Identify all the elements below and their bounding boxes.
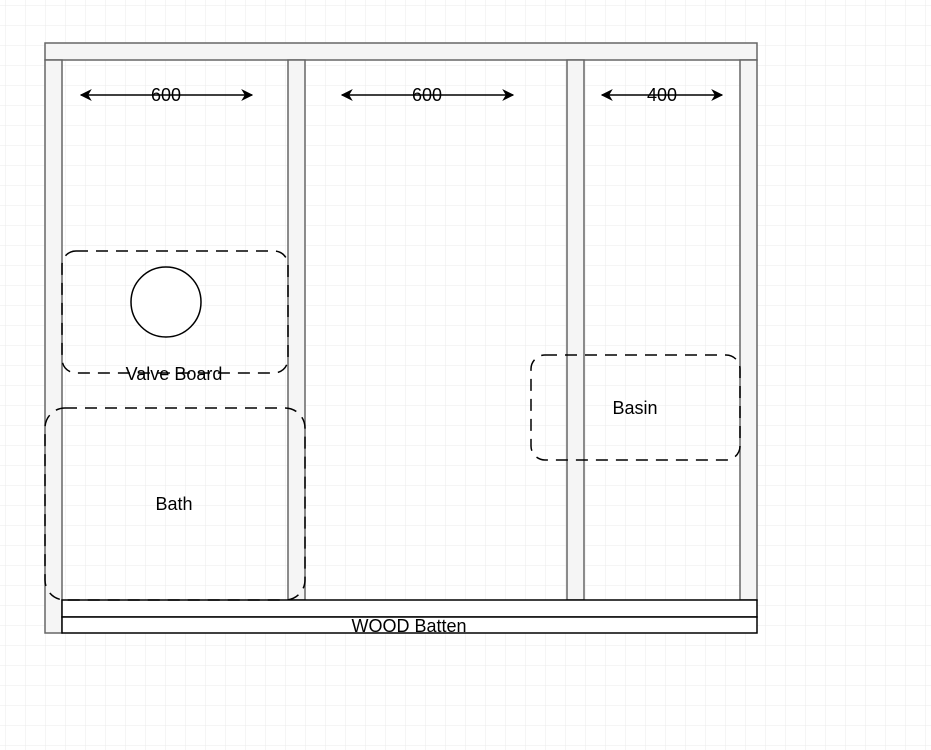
basin-label: Basin — [612, 398, 657, 418]
stud-left[interactable] — [44, 59, 63, 634]
bath-label: Bath — [155, 494, 192, 514]
valve-circle[interactable] — [130, 266, 202, 338]
bath-outline[interactable] — [44, 407, 306, 601]
valve-board-outline[interactable] — [61, 250, 289, 374]
dimension-label-1: 600 — [151, 85, 181, 105]
wood-batten-label: WOOD Batten — [351, 616, 466, 636]
dimension-label-2: 600 — [412, 85, 442, 105]
batten-upper[interactable] — [61, 599, 758, 618]
top-plate[interactable] — [44, 42, 758, 61]
wood-batten[interactable] — [61, 616, 758, 634]
stud-3[interactable] — [566, 59, 585, 601]
basin-outline[interactable] — [530, 354, 741, 461]
dimension-label-3: 400 — [647, 85, 677, 105]
stud-right[interactable] — [739, 59, 758, 601]
stud-2[interactable] — [287, 59, 306, 601]
valve-board-label: Valve Board — [126, 364, 223, 384]
